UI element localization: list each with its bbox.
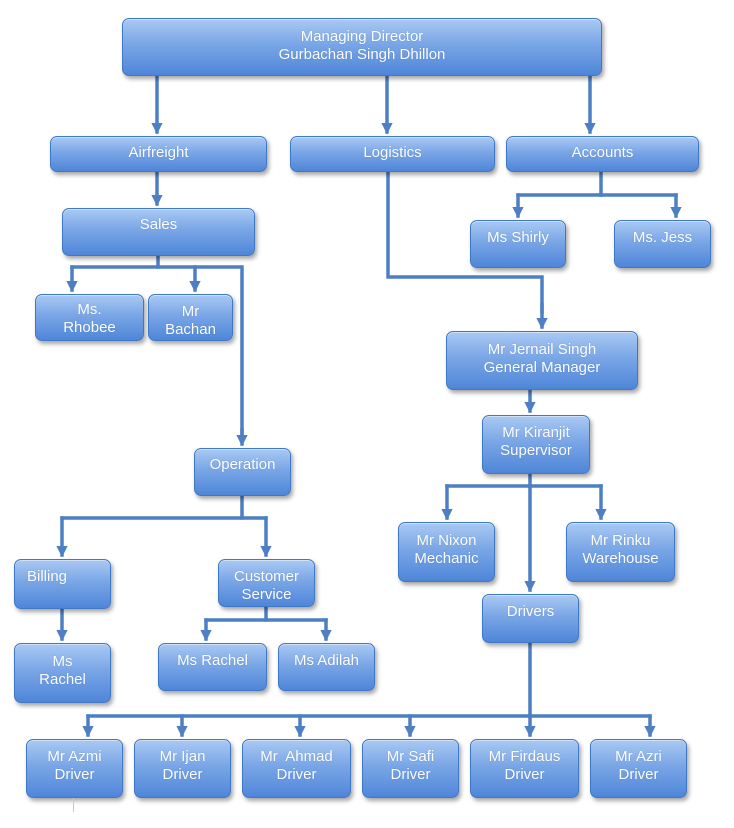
node-ms-jess-label: Ms. Jess — [632, 229, 693, 246]
node-customer-service-line2: Service — [241, 586, 292, 603]
node-logistics: Logistics — [290, 136, 495, 172]
node-mr-ijan: Mr Ijan Driver — [134, 739, 231, 798]
node-ms-jess: Ms. Jess — [614, 220, 711, 268]
node-ms-rachel-cs-label: Ms Rachel — [177, 652, 248, 669]
node-operation-label: Operation — [209, 456, 276, 473]
node-mr-ahmad-role: Driver — [276, 766, 317, 783]
connector-logistics-jernail-path — [386, 170, 544, 314]
node-billing: Billing — [14, 559, 111, 609]
node-mr-azmi: Mr Azmi Driver — [26, 739, 123, 798]
node-mr-azmi-name: Mr Azmi — [47, 748, 102, 765]
node-mr-kiranjit: Mr Kiranjit Supervisor — [482, 415, 590, 474]
node-sales-label: Sales — [139, 216, 178, 233]
connector-operation-bar — [60, 494, 244, 520]
node-ms-shirly-label: Ms Shirly — [487, 229, 549, 246]
node-mr-nixon: Mr Nixon Mechanic — [398, 522, 495, 582]
node-mr-ijan-name: Mr Ijan — [159, 748, 206, 765]
node-operation: Operation — [194, 448, 291, 496]
stray-line-mark — [73, 798, 74, 812]
node-drivers-label: Drivers — [506, 603, 555, 620]
node-mr-jernail-singh: Mr Jernail Singh General Manager — [446, 331, 638, 390]
node-mr-safi-role: Driver — [390, 766, 431, 783]
node-mr-rinku-role: Warehouse — [582, 550, 659, 567]
node-customer-service: Customer Service — [218, 559, 315, 607]
node-accounts-label: Accounts — [571, 144, 634, 161]
node-ms-rhobee-line2: Rhobee — [63, 319, 116, 336]
node-logistics-label: Logistics — [363, 144, 422, 161]
node-customer-service-line1: Customer — [233, 568, 300, 585]
node-airfreight-label: Airfreight — [128, 144, 189, 161]
node-mr-jernail-name: Mr Jernail Singh — [487, 341, 597, 358]
node-ms-rachel-billing: Ms Rachel — [14, 643, 111, 703]
node-mr-safi-name: Mr Safi — [386, 748, 435, 765]
node-mr-ahmad: Mr Ahmad Driver — [242, 739, 351, 798]
node-mr-ahmad-name: Mr Ahmad — [260, 748, 333, 765]
connector-cs-bar — [204, 605, 268, 622]
node-mr-azri-role: Driver — [618, 766, 659, 783]
node-mr-jernail-role: General Manager — [483, 359, 601, 376]
node-ms-rachel-billing-line1: Ms — [52, 653, 73, 670]
node-mr-azri: Mr Azri Driver — [590, 739, 687, 798]
node-mr-ijan-role: Driver — [162, 766, 203, 783]
node-mr-safi: Mr Safi Driver — [362, 739, 459, 798]
node-mr-kiranjit-role: Supervisor — [500, 442, 572, 459]
node-mr-azmi-role: Driver — [54, 766, 95, 783]
node-mr-firdaus-role: Driver — [504, 766, 545, 783]
connector-sales-operation-bar — [156, 265, 244, 437]
node-ms-shirly: Ms Shirly — [470, 220, 566, 268]
connector-kiranjit-bar — [445, 472, 532, 488]
connector-accounts-split — [516, 170, 603, 197]
node-mr-firdaus: Mr Firdaus Driver — [470, 739, 579, 798]
node-mr-kiranjit-name: Mr Kiranjit — [502, 424, 570, 441]
node-ms-rachel-billing-line2: Rachel — [39, 671, 86, 688]
node-accounts: Accounts — [506, 136, 699, 172]
node-managing-director: Managing Director Gurbachan Singh Dhillo… — [122, 18, 602, 76]
node-ms-rachel-cs: Ms Rachel — [158, 643, 267, 691]
node-mr-firdaus-name: Mr Firdaus — [488, 748, 561, 765]
node-mr-nixon-role: Mechanic — [414, 550, 479, 567]
node-mr-bachan: Mr Bachan — [148, 294, 233, 341]
node-drivers: Drivers — [482, 594, 579, 643]
connector-sales-bar — [70, 254, 160, 269]
node-ms-rhobee: Ms. Rhobee — [35, 294, 144, 341]
node-mr-nixon-name: Mr Nixon — [416, 532, 477, 549]
node-mr-bachan-line1: Mr — [181, 303, 200, 320]
node-billing-label: Billing — [27, 568, 68, 585]
node-mr-rinku: Mr Rinku Warehouse — [566, 522, 675, 582]
node-mr-rinku-name: Mr Rinku — [590, 532, 651, 549]
node-managing-director-name: Gurbachan Singh Dhillon — [278, 46, 446, 63]
node-mr-bachan-line2: Bachan — [165, 321, 216, 338]
node-ms-adilah-label: Ms Adilah — [293, 652, 360, 669]
node-managing-director-title: Managing Director — [300, 28, 424, 45]
node-airfreight: Airfreight — [50, 136, 267, 172]
node-ms-rhobee-line1: Ms. — [77, 301, 102, 318]
node-sales: Sales — [62, 208, 255, 256]
node-ms-adilah: Ms Adilah — [278, 643, 375, 691]
node-mr-azri-name: Mr Azri — [615, 748, 662, 765]
